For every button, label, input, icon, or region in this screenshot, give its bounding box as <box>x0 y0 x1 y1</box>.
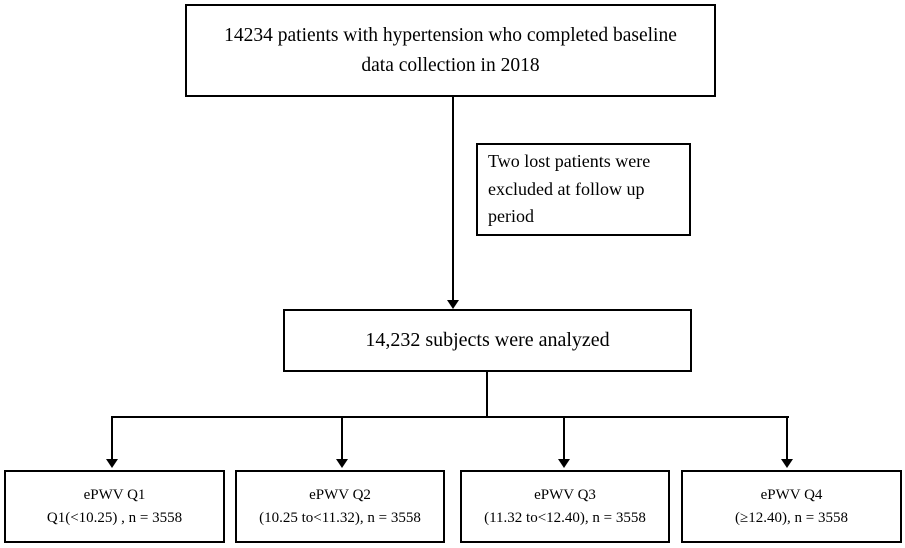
arrow-down-icon <box>447 300 459 309</box>
epwv-q4-title: ePWV Q4 <box>760 487 823 503</box>
epwv-q4-detail: (≥12.40), n = 3558 <box>735 509 848 526</box>
exclusion-box: Two lost patients were excluded at follo… <box>476 143 691 236</box>
analyzed-subjects-text: 14,232 subjects were analyzed <box>365 329 610 351</box>
epwv-q3-title: ePWV Q3 <box>534 487 596 503</box>
arrow-down-icon <box>106 459 118 468</box>
arrow-down-icon <box>336 459 348 468</box>
epwv-q4-box: ePWV Q4 (≥12.40), n = 3558 <box>681 470 902 543</box>
connector-analyzed-to-rail <box>486 372 488 418</box>
connector-branch-q4 <box>786 416 788 460</box>
connector-top-to-analyzed <box>452 97 454 301</box>
connector-branch-q1 <box>111 416 113 460</box>
connector-horizontal-rail <box>112 416 789 418</box>
epwv-q2-box: ePWV Q2 (10.25 to<11.32), n = 3558 <box>235 470 445 543</box>
epwv-q2-title: ePWV Q2 <box>309 487 371 503</box>
epwv-q3-detail: (11.32 to<12.40), n = 3558 <box>484 509 646 526</box>
epwv-q3-box: ePWV Q3 (11.32 to<12.40), n = 3558 <box>460 470 670 543</box>
exclusion-text: Two lost patients were excluded at follo… <box>488 150 651 227</box>
epwv-q2-detail: (10.25 to<11.32), n = 3558 <box>259 509 421 526</box>
arrow-down-icon <box>558 459 570 468</box>
baseline-population-text: 14234 patients with hypertension who com… <box>224 25 677 76</box>
epwv-q1-box: ePWV Q1 Q1(<10.25) , n = 3558 <box>4 470 225 543</box>
epwv-q1-title: ePWV Q1 <box>83 487 146 503</box>
analyzed-subjects-box: 14,232 subjects were analyzed <box>283 309 692 372</box>
epwv-q1-detail: Q1(<10.25) , n = 3558 <box>46 509 183 526</box>
baseline-population-box: 14234 patients with hypertension who com… <box>185 4 716 97</box>
connector-branch-q3 <box>563 416 565 460</box>
arrow-down-icon <box>781 459 793 468</box>
connector-branch-q2 <box>341 416 343 460</box>
